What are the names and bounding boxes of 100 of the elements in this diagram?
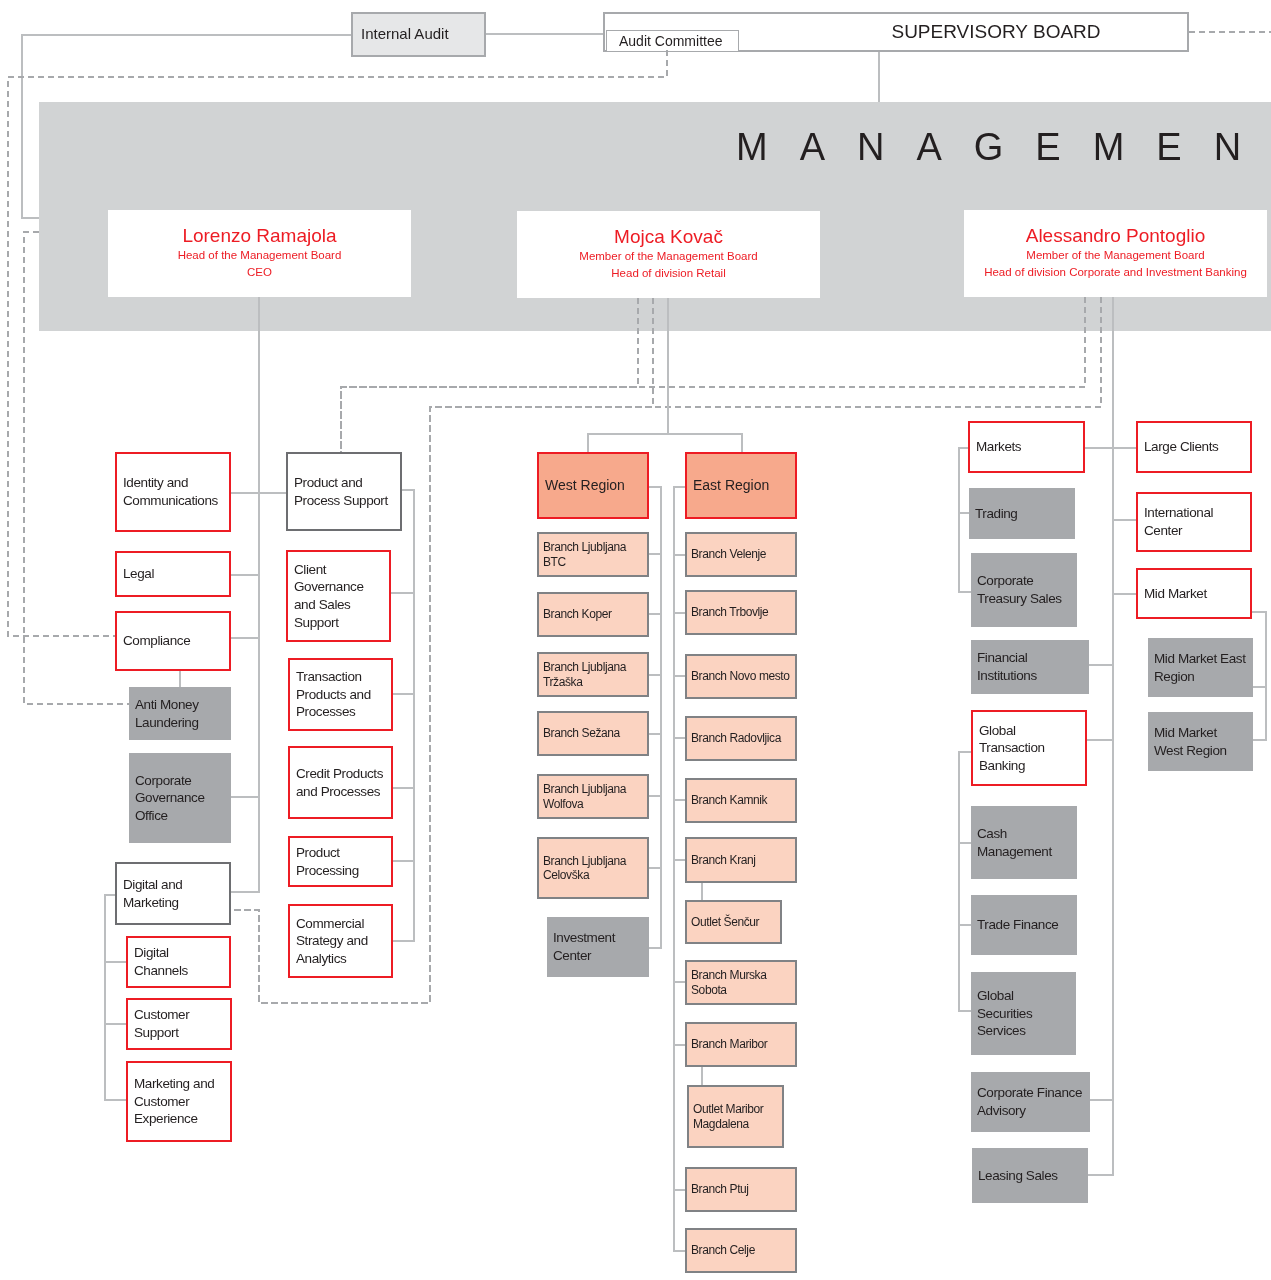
role-text: Head of division Retail — [611, 266, 726, 282]
department-box — [286, 452, 402, 531]
unit-box — [969, 488, 1075, 539]
dashed-connector — [23, 231, 130, 705]
committee-box — [606, 30, 739, 52]
unit-label: Global Transaction Banking — [979, 721, 1046, 775]
unit-label: Financial Institutions — [977, 649, 1038, 685]
person-card — [108, 210, 411, 297]
unit-label: Branch Kamnik — [691, 793, 769, 808]
branch-box — [537, 532, 649, 577]
unit-label: SUPERVISORY BOARD — [891, 19, 1101, 44]
unit-label: Branch Radovljica — [691, 731, 783, 746]
unit-box — [115, 611, 231, 671]
unit-box — [129, 687, 231, 740]
unit-label: Trade Finance — [977, 916, 1060, 934]
unit-label: Digital Channels — [134, 944, 189, 980]
unit-label: Credit Products and Processes — [296, 764, 385, 801]
unit-box — [1136, 421, 1252, 473]
connector-line — [21, 34, 352, 219]
branch-box — [685, 900, 782, 944]
department-box — [115, 862, 231, 925]
connector-line — [485, 33, 604, 35]
unit-label: Marketing and Customer Experience — [134, 1075, 216, 1128]
unit-box — [1148, 638, 1253, 697]
unit-label: Branch Ptuj — [691, 1182, 750, 1197]
dashed-connector — [340, 297, 639, 453]
unit-box — [971, 806, 1077, 879]
unit-label: Mid Market East Region — [1154, 649, 1247, 686]
branch-box — [537, 592, 649, 637]
unit-label: Branch Koper — [543, 607, 613, 622]
unit-box — [288, 836, 393, 887]
role-text: Member of the Management Board — [579, 249, 758, 265]
unit-label: Branch Ljubljana Celovška — [543, 853, 628, 883]
unit-box — [547, 917, 649, 977]
unit-label: Trading — [975, 504, 1019, 523]
connector-line — [1251, 611, 1267, 741]
role-text: Member of the Management Board — [1026, 248, 1205, 264]
unit-label: Mid Market — [1144, 584, 1208, 603]
unit-label: Branch Murska Sobota — [691, 968, 768, 997]
unit-label: Customer Support — [134, 1006, 191, 1042]
person-card — [964, 210, 1267, 297]
band-heading: MANAGEMEN — [736, 128, 1271, 166]
person-name: Mojca Kovač — [614, 226, 723, 249]
unit-label: Identity and Communications — [123, 474, 219, 510]
branch-box — [537, 652, 649, 697]
unit-label: Transaction Products and Processes — [296, 668, 372, 721]
unit-box — [972, 1148, 1088, 1203]
person-name: Lorenzo Ramajola — [182, 225, 337, 248]
person-name: Alessandro Pontoglio — [1025, 225, 1206, 248]
branch-box — [537, 711, 649, 756]
unit-label: Corporate Treasury Sales — [977, 572, 1063, 608]
board-box — [603, 12, 1189, 52]
unit-label: Branch Ljubljana Wolfova — [543, 782, 628, 811]
connector-line — [179, 670, 181, 688]
unit-label: Branch Sežana — [543, 726, 621, 741]
unit-label: Branch Novo mesto — [691, 669, 791, 684]
unit-label: Product and Process Support — [294, 473, 389, 510]
unit-box — [971, 972, 1076, 1055]
dashed-connector — [7, 49, 668, 637]
connector-line — [878, 51, 880, 103]
unit-label: Branch Celje — [691, 1243, 756, 1258]
region-box — [537, 452, 649, 519]
unit-label: Branch Ljubljana Tržaška — [543, 660, 628, 689]
unit-box — [968, 421, 1085, 473]
unit-label: Large Clients — [1144, 438, 1220, 456]
dashed-connector — [1188, 31, 1271, 33]
unit-label: East Region — [693, 476, 771, 495]
unit-box — [971, 710, 1087, 786]
person-card — [517, 211, 820, 298]
connector-line — [701, 882, 703, 901]
unit-label: Branch Velenje — [691, 547, 768, 562]
unit-label: Branch Trbovlje — [691, 605, 770, 620]
unit-box — [126, 998, 232, 1050]
unit-box — [286, 550, 391, 642]
unit-box — [126, 1061, 232, 1142]
unit-box — [288, 658, 393, 731]
connector-line — [958, 751, 972, 1012]
branch-box — [687, 1085, 784, 1148]
branch-box — [685, 1167, 797, 1212]
unit-label: International Center — [1144, 504, 1215, 540]
unit-label: Branch Maribor — [691, 1037, 769, 1052]
unit-label: Corporate Governance Office — [135, 771, 206, 825]
connector-line — [701, 1066, 703, 1086]
audit-box — [351, 12, 486, 57]
unit-label: Anti Money Laundering — [135, 695, 200, 732]
region-box — [685, 452, 797, 519]
branch-box — [685, 1228, 797, 1273]
connector-line — [958, 447, 972, 593]
branch-box — [685, 716, 797, 761]
role-text: Head of division Corporate and Investment Banking — [984, 265, 1247, 281]
branch-box — [685, 778, 797, 823]
unit-box — [1136, 568, 1252, 619]
branch-box — [685, 590, 797, 635]
unit-label: Cash Management — [977, 824, 1053, 861]
branch-box — [685, 837, 797, 883]
unit-label: Leasing Sales — [978, 1166, 1059, 1185]
unit-label: Commercial Strategy and Analytics — [296, 914, 369, 968]
connector-line — [104, 894, 127, 1101]
unit-label: Legal — [123, 565, 156, 583]
branch-box — [537, 774, 649, 819]
